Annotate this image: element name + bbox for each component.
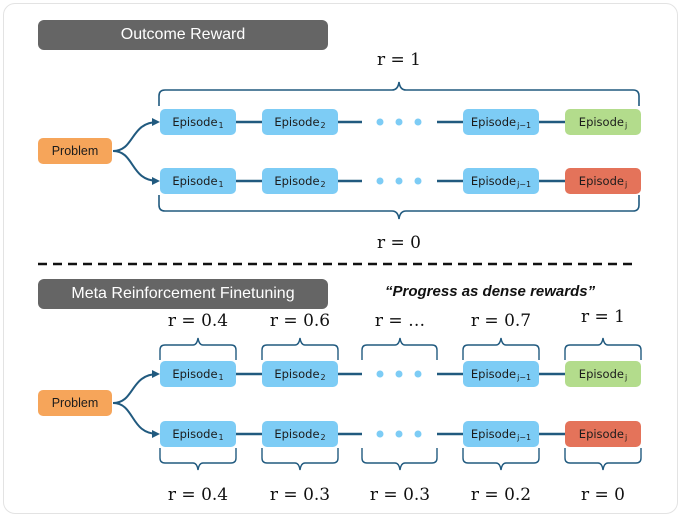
progress-brace-top [261,337,339,360]
branch-arrow [112,121,159,152]
progress-brace-bottom [159,448,237,471]
progress-brace-bottom [462,448,540,471]
outcome-brace-top [158,81,640,106]
reward-label-success: r = 1 [377,50,421,70]
outcome-brace-bottom [158,195,640,220]
outcome-reward-title: Outcome Reward [38,20,328,50]
progress-reward-label: r = 0.2 [470,485,532,505]
branch-arrow [112,373,159,404]
ellipsis-dot [395,370,403,378]
progress-brace-top [159,337,237,360]
ellipsis-dot [395,177,403,185]
branch-arrow [112,150,159,182]
progress-reward-label: r = 0.3 [269,485,331,505]
progress-brace-bottom [564,448,642,471]
ellipsis-dot [376,430,384,438]
ellipsis-dot [395,430,403,438]
branch-arrow [112,402,159,435]
progress-brace-top [564,337,642,360]
ellipsis-dot [414,370,422,378]
ellipsis-dot [376,118,384,126]
meta-rl-finetuning-title: Meta Reinforcement Finetuning [38,279,328,309]
progress-reward-label: r = 0 [581,485,625,505]
ellipsis-dot [414,430,422,438]
progress-reward-label: r = 0.4 [167,485,229,505]
progress-reward-label: r = 0.3 [369,485,431,505]
problem-node: Problem [38,390,112,416]
ellipsis-dot [414,177,422,185]
progress-brace-bottom [361,448,438,471]
problem-node: Problem [38,138,112,164]
progress-reward-label: r = 0.6 [269,311,331,331]
ellipsis-dot [376,370,384,378]
reward-label-failure: r = 0 [377,233,421,253]
dense-rewards-tagline: “Progress as dense rewards” [385,283,596,300]
progress-reward-label: r = 1 [581,307,625,327]
ellipsis-dot [414,118,422,126]
progress-brace-bottom [261,448,339,471]
progress-brace-top [462,337,540,360]
ellipsis-dot [395,118,403,126]
progress-reward-label: r = 0.7 [470,311,532,331]
progress-reward-label: r = … [374,311,426,331]
progress-brace-top [361,337,438,360]
progress-reward-label: r = 0.4 [167,311,229,331]
ellipsis-dot [376,177,384,185]
